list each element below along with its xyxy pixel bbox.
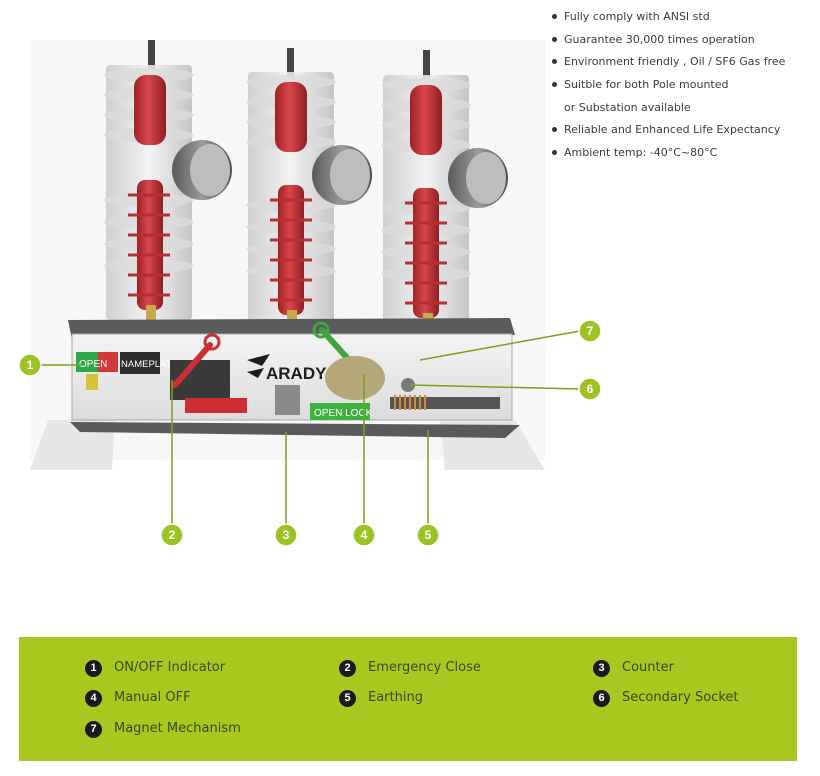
svg-text:6: 6 — [587, 382, 594, 396]
leader-lines — [40, 330, 581, 525]
number-badge-icon: 4 — [85, 689, 102, 707]
bullet-icon — [552, 59, 557, 65]
callout-2: 2 — [160, 523, 184, 547]
nameplate-label: NAMEPLATE — [121, 359, 178, 370]
callout-3: 3 — [274, 523, 298, 547]
callout-1: 1 — [18, 353, 42, 377]
callout-5: 5 — [416, 523, 440, 547]
number-badge-icon: 6 — [593, 689, 610, 707]
feature-item: Suitble for both Pole mounted — [548, 74, 816, 97]
red-label-plate — [185, 398, 247, 413]
open-lock-plate — [310, 403, 370, 420]
svg-text:7: 7 — [587, 324, 594, 338]
pole-1 — [104, 40, 232, 325]
brand-label: ARADY — [266, 364, 327, 383]
pole-3 — [381, 50, 508, 333]
feature-item: Ambient temp: -40°C~80°C — [548, 142, 816, 165]
feature-item: Environment friendly , Oil / SF6 Gas fre… — [548, 51, 816, 74]
base-plate — [70, 422, 520, 438]
number-badge-icon: 5 — [339, 689, 356, 707]
svg-text:1: 1 — [27, 358, 34, 372]
svg-text:3: 3 — [283, 528, 290, 542]
callout-4: 4 — [352, 523, 376, 547]
callout-6: 6 — [578, 377, 602, 401]
number-badge-icon: 3 — [593, 659, 610, 677]
number-badge-icon: 7 — [85, 720, 102, 738]
number-badge-icon: 1 — [85, 659, 102, 677]
pole-2 — [246, 48, 372, 330]
nameplate-panel — [120, 352, 160, 374]
bullet-icon — [552, 14, 557, 19]
feature-list: Fully comply with ANSI std Guarantee 30,… — [548, 6, 816, 165]
emergency-close-handle — [172, 342, 213, 388]
bullet-icon — [552, 36, 557, 42]
bullet-icon — [552, 150, 557, 156]
bullet-icon — [552, 127, 557, 133]
open-lock-label: OPEN LOCK — [314, 408, 373, 419]
svg-text:5: 5 — [425, 528, 432, 542]
svg-text:4: 4 — [361, 528, 368, 542]
recloser-diagram: OPEN NAMEPLATE ARADY OPEN LOCK — [30, 40, 581, 525]
svg-text:2: 2 — [169, 528, 176, 542]
open-indicator-label: OPEN — [79, 359, 107, 370]
feature-item: Guarantee 30,000 times operation — [548, 29, 816, 52]
leg-left — [30, 420, 115, 470]
feature-item: Fully comply with ANSI std — [548, 6, 816, 29]
arady-logo: ARADY — [247, 354, 327, 383]
callout-overlay: 1 2 3 4 5 6 7 — [18, 319, 602, 547]
feature-item-continuation: or Substation available — [564, 100, 691, 114]
closed-indicator-panel — [98, 352, 118, 372]
bullet-icon — [552, 82, 557, 88]
number-badge-icon: 2 — [339, 659, 356, 677]
feature-item: Reliable and Enhanced Life Expectancy — [548, 119, 816, 142]
callout-7: 7 — [578, 319, 602, 343]
